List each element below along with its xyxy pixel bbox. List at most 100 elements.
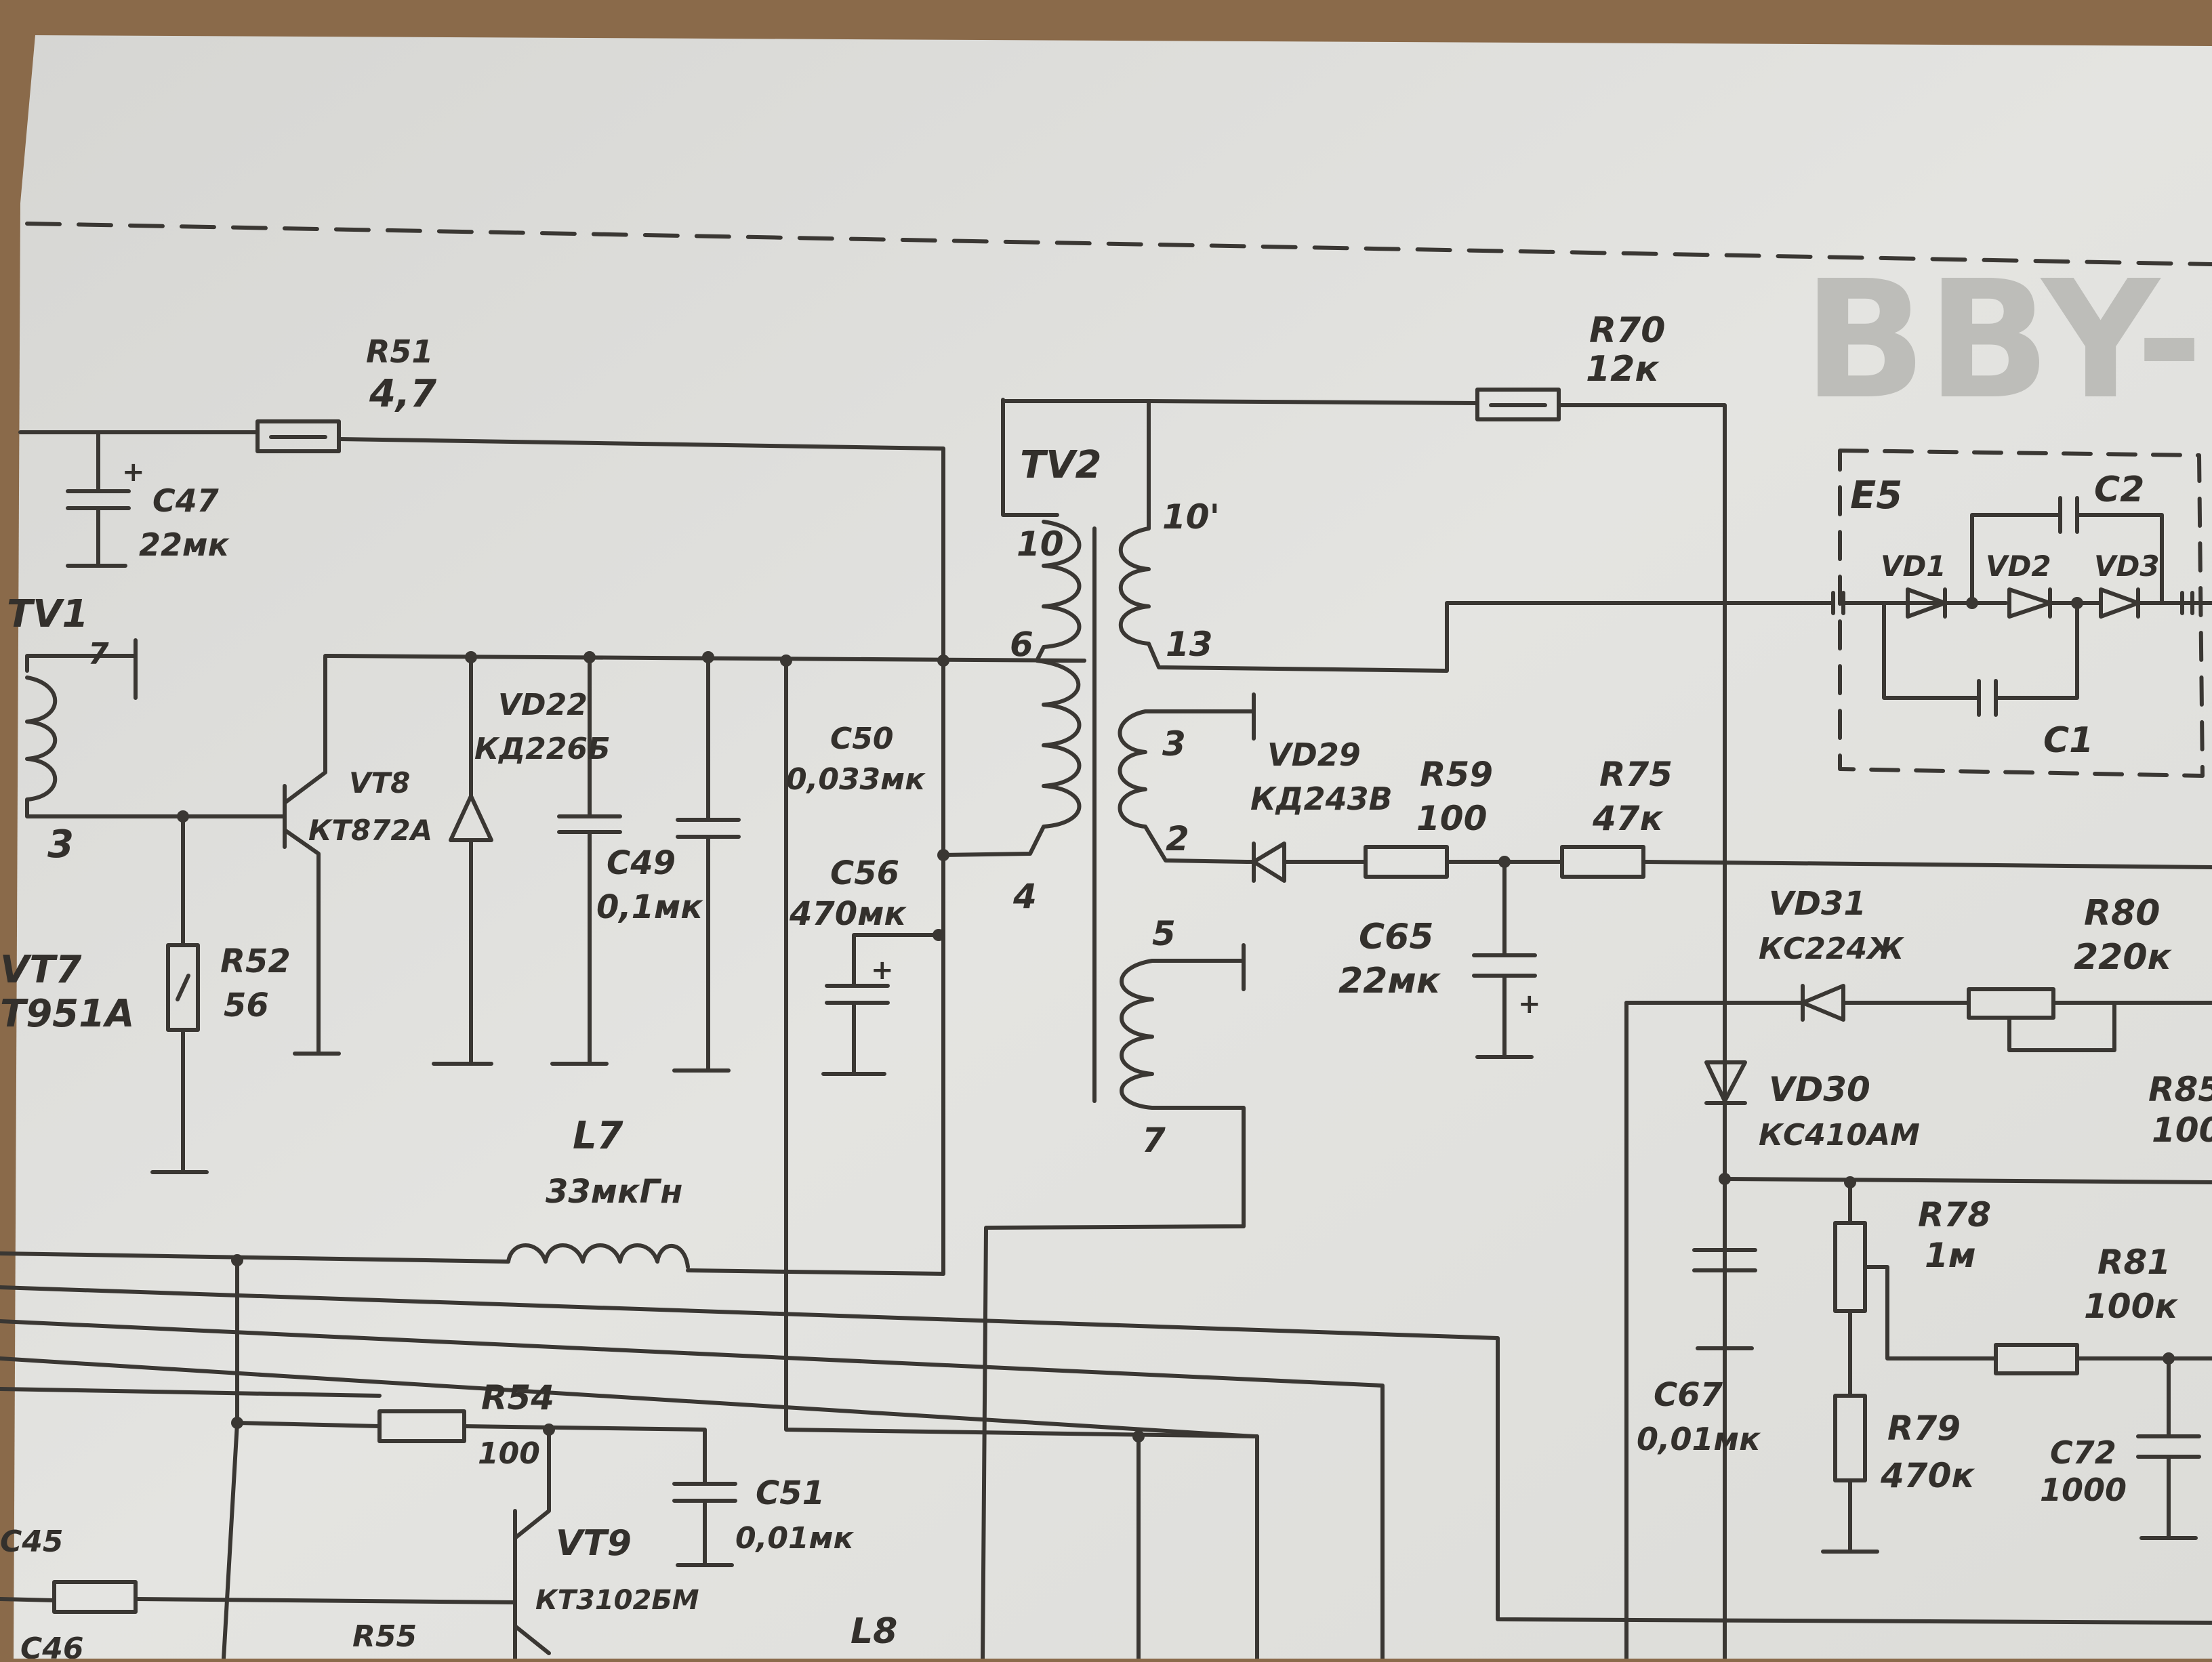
label-r79-ref: R79: [1887, 1409, 1961, 1448]
label-c72-val: 1000: [2040, 1472, 2127, 1508]
label-vd29-type: КД243В: [1250, 781, 1393, 817]
wire: [1723, 1177, 2212, 1184]
label-r55: R55: [352, 1619, 417, 1654]
label-e5: E5: [1850, 474, 1902, 518]
label-r85-ref: R85: [2148, 1070, 2212, 1109]
wire: [0, 1251, 510, 1264]
wire: [337, 437, 945, 1276]
capacitor-c49: [550, 655, 622, 1066]
label-vd22-type: КД226Б: [474, 732, 611, 766]
label-r85-val: 100: [2152, 1110, 2212, 1150]
wire: [134, 1597, 517, 1604]
capacitor-c50: [672, 655, 741, 1073]
label-tv2-pin4: 4: [1012, 877, 1037, 916]
resistor-r70: [1475, 388, 1561, 421]
resistor-r52: [166, 943, 200, 1032]
svg-text:+: +: [871, 955, 894, 986]
label-l8: L8: [851, 1611, 897, 1652]
winding-5-7: [981, 943, 1246, 1661]
label-c2: C2: [2094, 470, 2144, 510]
wire: [235, 1421, 382, 1428]
capacitor-c67: [1692, 1177, 1757, 1350]
label-r79-val: 470к: [1880, 1456, 1975, 1495]
component-labels: R51 4,7 C47 22мк TV1 7 3 VT7 T951A R52 5…: [0, 310, 2212, 1662]
label-c45: C45: [0, 1524, 64, 1559]
label-r80-ref: R80: [2084, 893, 2160, 934]
capacitor-c72: [2136, 1356, 2201, 1540]
label-r80-val: 220к: [2074, 937, 2173, 978]
label-c50-ref: C50: [830, 722, 894, 756]
wire: [0, 1285, 2212, 1625]
label-vd2: VD2: [1986, 549, 2051, 583]
label-c51-ref: C51: [756, 1474, 825, 1512]
label-vd31-type: КС224Ж: [1759, 932, 1904, 966]
label-tv2-pin13: 13: [1166, 625, 1213, 664]
inductor-l7: [506, 1243, 690, 1269]
label-c72-ref: C72: [2050, 1434, 2116, 1471]
wire: [1848, 1265, 1998, 1398]
polarity-marks: + + +: [122, 457, 1541, 1020]
capacitor-c47: [66, 430, 131, 568]
diode-vd31: [1624, 984, 1971, 1022]
tv1-coil: [25, 676, 276, 818]
label-vd30-ref: VD30: [1769, 1070, 1870, 1109]
label-vd31-ref: VD31: [1769, 885, 1866, 923]
label-tv2-pin2: 2: [1166, 819, 1189, 858]
label-r75-ref: R75: [1599, 755, 1673, 794]
diode-vd22: [432, 655, 493, 1066]
junction-dots: [177, 597, 2175, 1442]
watermark-text: BBY-: [1803, 245, 2203, 435]
label-tv2-pin6: 6: [1010, 625, 1033, 664]
wire: [2007, 1001, 2212, 1052]
wire: [0, 1387, 382, 1398]
label-l7-val: 33мкГн: [546, 1173, 682, 1211]
label-r51-val: 4,7: [369, 372, 436, 416]
capacitor-c51: [462, 1424, 737, 1567]
capacitor-c56: [821, 933, 941, 1076]
label-r52-ref: R52: [220, 942, 291, 980]
label-c49-ref: C49: [607, 844, 676, 882]
label-c47-val: 22мк: [139, 526, 230, 563]
label-c65-ref: C65: [1359, 917, 1434, 957]
resistor-r51: [255, 419, 341, 453]
label-r78-ref: R78: [1918, 1195, 1991, 1234]
label-r81-ref: R81: [2097, 1243, 2171, 1282]
wire: [1641, 860, 2212, 869]
label-c67-val: 0,01мк: [1637, 1421, 1761, 1457]
label-r81-val: 100к: [2084, 1287, 2178, 1326]
capacitor-c1: [1882, 601, 2079, 717]
label-vd30-type: КС410АМ: [1759, 1118, 1920, 1152]
label-tv2-pin3: 3: [1162, 724, 1186, 764]
label-c65-val: 22мк: [1338, 961, 1441, 1001]
wire: [0, 1356, 1256, 1438]
e5-output: [2180, 591, 2212, 615]
tv2-secondary-coil: [1118, 399, 1825, 673]
capacitor-c65: [1472, 860, 1537, 1059]
transistor-vt9: [513, 1428, 551, 1661]
label-c51-val: 0,01мк: [735, 1521, 855, 1556]
label-tv2-pin5: 5: [1152, 914, 1176, 953]
label-r75-val: 47к: [1592, 799, 1664, 838]
label-vt7-type: T951A: [0, 992, 134, 1036]
wire: [1001, 398, 1086, 663]
label-c46: C46: [20, 1632, 84, 1659]
label-c56-val: 470мк: [789, 895, 907, 933]
tv2-primary-coil: [941, 520, 1082, 857]
label-c56-ref: C56: [830, 854, 899, 892]
label-r78-val: 1м: [1925, 1236, 1976, 1275]
label-vt9-ref: VT9: [556, 1523, 632, 1564]
label-c67-ref: C67: [1654, 1376, 1723, 1414]
e5-module-box: [1838, 449, 2205, 778]
winding-3-2: [1118, 692, 1256, 864]
tv1-lead: [25, 638, 138, 700]
diode-vd29: [1245, 842, 1368, 883]
label-vd29-ref: VD29: [1267, 736, 1361, 773]
label-r54-ref: R54: [481, 1378, 554, 1417]
label-l7-ref: L7: [573, 1114, 623, 1158]
label-c49-val: 0,1мк: [596, 888, 703, 926]
label-tv2-pin10b: 10': [1162, 497, 1220, 537]
label-tv2-pin7: 7: [1142, 1121, 1166, 1160]
capacitor-c2: [1970, 496, 2164, 605]
